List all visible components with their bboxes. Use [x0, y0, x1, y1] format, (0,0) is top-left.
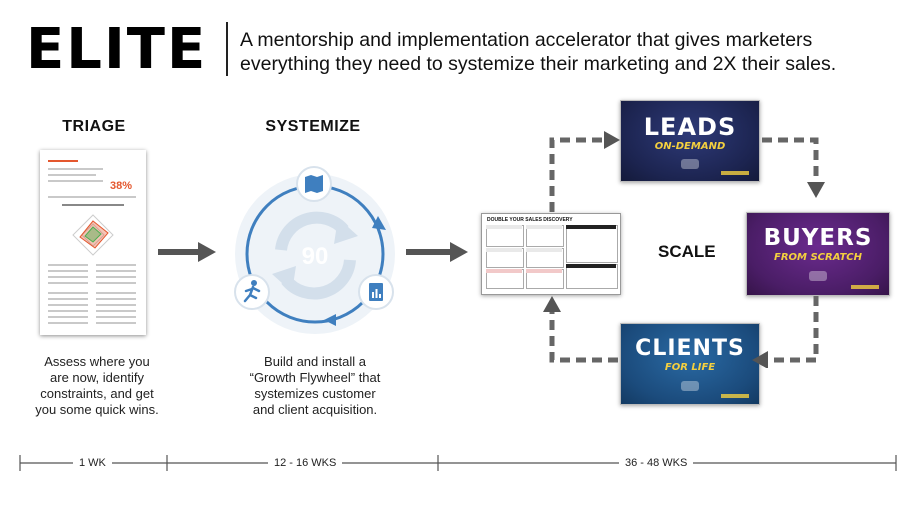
systemize-description: Build and install a “Growth Flywheel” th… — [236, 354, 394, 418]
assessment-document: 38% — [40, 150, 146, 335]
leads-subtitle: ON-DEMAND — [654, 141, 726, 152]
systemize-desc-line-4: and client acquisition. — [252, 402, 378, 417]
map-icon — [296, 166, 332, 202]
brand-logo — [721, 394, 749, 398]
header-divider — [226, 22, 228, 76]
timeline-systemize-duration: 12 - 16 WKS — [268, 457, 343, 469]
tagline-line-1: A mentorship and implementation accelera… — [240, 29, 813, 51]
arrow-systemize-to-scale — [406, 242, 468, 262]
systemize-desc-line-3: systemizes customer — [254, 386, 376, 401]
radar-chart-icon — [72, 214, 114, 256]
buyers-from-scratch-card: BUYERS FROM SCRATCH — [746, 212, 890, 296]
buyers-subtitle: FROM SCRATCH — [773, 252, 863, 263]
leads-on-demand-card: LEADS ON-DEMAND — [620, 100, 760, 182]
tagline-line-2: everything they need to systemize their … — [240, 53, 837, 75]
arrow-to-clients — [752, 351, 768, 368]
triage-desc-line-4: you some quick wins. — [35, 402, 159, 417]
clients-subtitle: FOR LIFE — [664, 362, 716, 373]
brand-logo — [851, 285, 879, 289]
tagline: A mentorship and implementation accelera… — [240, 28, 900, 76]
chart-document-icon — [358, 274, 394, 310]
triage-description: Assess where you are now, identify const… — [22, 354, 172, 418]
timeline-scale-duration: 36 - 48 WKS — [619, 457, 694, 469]
buyers-title: BUYERS — [763, 225, 873, 251]
elite-logo: ELITE — [26, 17, 208, 82]
triage-desc-line-1: Assess where you — [44, 354, 150, 369]
sales-discovery-worksheet: DOUBLE YOUR SALES DISCOVERY — [481, 213, 621, 295]
growth-flywheel: 90 — [234, 166, 395, 334]
triage-desc-line-2: are now, identify — [50, 370, 144, 385]
buyer-icon — [809, 271, 827, 281]
arrow-to-worksheet — [543, 296, 561, 312]
worksheet-title: DOUBLE YOUR SALES DISCOVERY — [487, 217, 573, 223]
timeline — [19, 455, 897, 471]
scale-heading: SCALE — [658, 242, 716, 261]
clients-title: CLIENTS — [635, 336, 745, 361]
assessment-percent: 38% — [110, 180, 133, 192]
systemize-heading: SYSTEMIZE — [265, 118, 361, 135]
systemize-desc-line-1: Build and install a — [264, 354, 366, 369]
triage-heading: TRIAGE — [62, 118, 126, 135]
timeline-triage-duration: 1 WK — [73, 457, 112, 469]
arrow-to-leads — [604, 131, 620, 149]
brand-logo — [721, 171, 749, 175]
handshake-icon — [681, 381, 699, 391]
arrow-to-buyers — [807, 182, 825, 198]
scale-loop-arrows — [543, 131, 825, 368]
cycle-arrows-icon — [272, 211, 358, 300]
runner-icon — [234, 274, 270, 310]
triage-desc-line-3: constraints, and get — [40, 386, 154, 401]
arrow-triage-to-systemize — [158, 242, 216, 262]
systemize-desc-line-2: “Growth Flywheel” that — [249, 370, 381, 385]
cycle-number: 90 — [302, 243, 329, 270]
clients-for-life-card: CLIENTS FOR LIFE — [620, 323, 760, 405]
leads-title: LEADS — [643, 113, 737, 141]
people-icon — [681, 159, 699, 169]
